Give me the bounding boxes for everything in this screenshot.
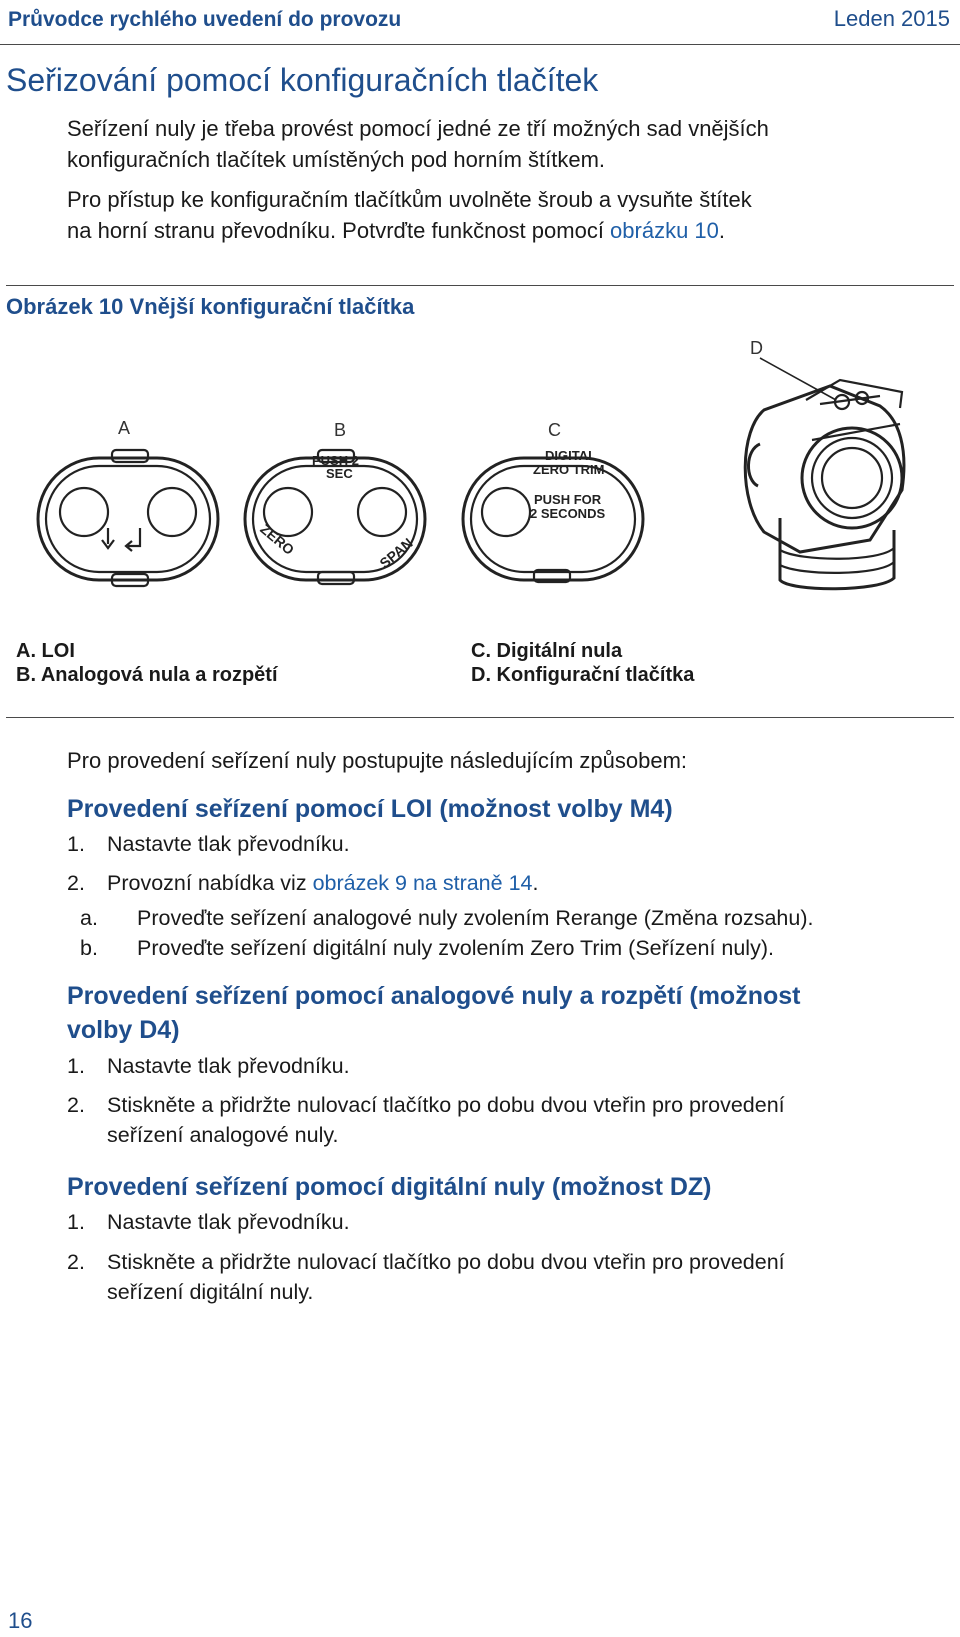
span-button	[356, 486, 408, 538]
panel-c-push-for-text: PUSH FOR	[534, 492, 602, 507]
intro-p2-line2: na horní stranu převodníku. Potvrďte fun…	[67, 215, 937, 246]
zero-button	[262, 486, 314, 538]
section-loi-heading: Provedení seřízení pomocí LOI (možnost v…	[67, 795, 673, 823]
figure-top-rule	[6, 285, 954, 286]
panel-b-span-text: SPAN	[376, 535, 415, 572]
section-analog-step-1: 1. Nastavte tlak převodníku.	[67, 1054, 350, 1078]
figure-10-link[interactable]: obrázku 10	[610, 218, 719, 243]
section-loi-step-2b: b. Proveďte seřízení digitální nuly zvol…	[80, 936, 774, 960]
down-arrow-icon	[101, 528, 115, 550]
callout-c: C	[548, 420, 561, 440]
figure-caption: Obrázek 10 Vnější konfigurační tlačítka	[6, 294, 415, 319]
panel-b-zero-text: ZERO	[257, 521, 297, 558]
panel-c-digital-zero	[461, 456, 645, 584]
panel-b-push-text: PUSH 2	[312, 453, 359, 468]
section-loi-step-1: 1. Nastavte tlak převodníku.	[67, 832, 350, 856]
legend-c: C. Digitální nula	[471, 640, 623, 662]
callout-b: B	[334, 420, 346, 440]
procedure-intro: Pro provedení seřízení nuly postupujte n…	[67, 748, 688, 773]
panel-c-digital-text: DIGITAL	[545, 448, 596, 463]
panel-b-sec-text: SEC	[326, 466, 353, 481]
panel-a-loi-buttons	[36, 448, 220, 588]
running-header-date: Leden 2015	[833, 6, 950, 31]
enter-arrow-icon	[124, 528, 142, 552]
running-header-title: Průvodce rychlého uvedení do provozu	[8, 8, 402, 31]
intro-p2-line1: Pro přístup ke konfiguračním tlačítkům u…	[67, 187, 752, 212]
section-loi-step-2a: a. Proveďte seřízení analogové nuly zvol…	[80, 906, 814, 930]
intro-p1-line1: Seřízení nuly je třeba provést pomocí je…	[67, 116, 769, 141]
transmitter-illustration	[743, 357, 906, 591]
section-digital-heading: Provedení seřízení pomocí digitální nuly…	[67, 1173, 712, 1201]
legend-d: D. Konfigurační tlačítka	[471, 664, 695, 686]
section-digital-step-1: 1. Nastavte tlak převodníku.	[67, 1210, 350, 1234]
pointer-line-d	[759, 357, 837, 401]
section-analog-heading: Provedení seřízení pomocí analogové nuly…	[67, 982, 801, 1044]
configuration-buttons-figure: PUSH 2 SEC ZERO SPAN DIGITAL ZERO TRIM P…	[36, 340, 906, 591]
figure-9-link[interactable]: obrázek 9 na straně 14	[312, 871, 533, 895]
intro-p2-text-a: na horní stranu převodníku. Potvrďte fun…	[67, 218, 611, 243]
header-rule	[0, 44, 960, 45]
panel-c-zero-trim-text: ZERO TRIM	[533, 462, 605, 477]
section-loi-step-2: 2. Provozní nabídka viz obrázek 9 na str…	[67, 871, 539, 895]
intro-p1-line2: konfiguračních tlačítek umístěných pod h…	[67, 147, 606, 172]
panel-b-analog-zero-span	[243, 448, 427, 586]
digital-zero-button	[480, 486, 532, 538]
page-number: 16	[8, 1608, 33, 1633]
callout-d: D	[750, 340, 763, 358]
loi-right-button	[146, 486, 198, 538]
page-title: Seřizování pomocí konfiguračních tlačíte…	[6, 62, 599, 98]
intro-p2-text-b: .	[718, 218, 726, 243]
intro-paragraph-2: Pro přístup ke konfiguračním tlačítkům u…	[67, 184, 937, 246]
legend-a: A. LOI	[16, 640, 75, 662]
panel-c-seconds-text: 2 SECONDS	[530, 506, 605, 521]
section-analog-step-2: 2. Stiskněte a přidržte nulovací tlačítk…	[67, 1093, 785, 1147]
callout-a: A	[118, 418, 130, 438]
figure-bottom-rule	[6, 717, 954, 718]
section-digital-step-2: 2. Stiskněte a přidržte nulovací tlačítk…	[67, 1250, 785, 1304]
loi-left-button	[58, 486, 110, 538]
legend-b: B. Analogová nula a rozpětí	[16, 664, 278, 686]
intro-paragraph-1: Seřízení nuly je třeba provést pomocí je…	[67, 113, 937, 175]
